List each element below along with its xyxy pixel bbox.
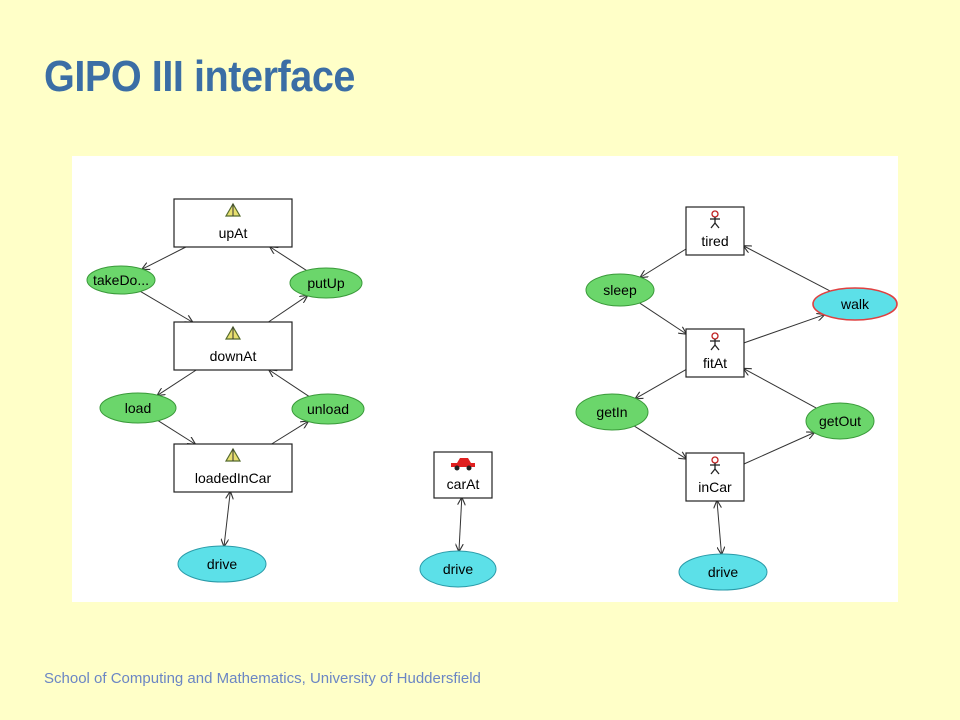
state-label: downAt [210,348,257,364]
operator-node-load[interactable]: load [99,392,177,424]
edge-downAt-to-putUp[interactable] [268,296,307,323]
operator-node-takeDown[interactable]: takeDo... [86,265,156,295]
edge-load-to-loadedInCar[interactable] [157,420,195,444]
operator-label: sleep [603,282,637,298]
operator-label: walk [840,296,870,312]
edge-fitAt-to-walk[interactable] [743,315,824,344]
operator-node-sleep[interactable]: sleep [585,273,655,307]
state-node-downAt[interactable]: downAt [173,321,293,371]
state-node-tired[interactable]: tired [685,206,745,256]
slide-footer: School of Computing and Mathematics, Uni… [44,670,481,687]
edge-unload-to-downAt[interactable] [269,370,310,397]
state-node-loadedInCar[interactable]: loadedInCar [173,443,293,493]
operator-label: drive [443,561,474,577]
operator-ellipse [177,545,267,583]
operator-ellipse [419,550,497,588]
edge-getOut-to-fitAt[interactable] [744,369,817,409]
operator-ellipse [575,393,649,431]
state-node-carAt[interactable]: carAt [433,451,493,499]
edge-sleep-to-fitAt[interactable] [639,302,686,334]
edge-putUp-to-upAt[interactable] [270,247,307,271]
tent-icon [224,202,242,217]
edge-layer [140,246,831,554]
edge-loadedInCar-to-drive1[interactable] [224,492,230,546]
state-label: inCar [698,479,732,495]
operator-ellipse [678,553,768,591]
edge-getIn-to-inCar[interactable] [634,425,686,459]
operator-node-putUp[interactable]: putUp [289,267,363,299]
edge-fitAt-to-getIn[interactable] [636,369,687,399]
edge-walk-to-tired[interactable] [744,246,831,292]
operator-label: load [125,400,151,416]
operator-ellipse [812,287,898,321]
edge-inCar-to-getOut[interactable] [743,433,814,465]
operator-node-getIn[interactable]: getIn [575,393,649,431]
operator-label: takeDo... [93,272,149,288]
node-layer: upAt downAt loadedInCar carAt tired fitAt inCa… [86,198,898,591]
state-node-inCar[interactable]: inCar [685,452,745,502]
operator-ellipse [291,393,365,425]
operator-node-drive3[interactable]: drive [678,553,768,591]
state-label: tired [701,233,728,249]
operator-node-unload[interactable]: unload [291,393,365,425]
operator-label: drive [207,556,238,572]
operator-ellipse [585,273,655,307]
person-icon [710,456,720,475]
edge-inCar-to-drive3[interactable] [717,501,721,554]
operator-label: drive [708,564,739,580]
operator-node-drive1[interactable]: drive [177,545,267,583]
operator-label: getOut [819,413,861,429]
gipo-diagram-panel: upAt downAt loadedInCar carAt tired fitAt inCa… [72,156,898,602]
operator-ellipse [86,265,156,295]
slide-title: GIPO III interface [44,52,356,101]
car-icon [451,458,475,471]
operator-label: unload [307,401,349,417]
edge-loadedInCar-to-unload[interactable] [271,421,308,445]
object-lifecycle-diagram: upAt downAt loadedInCar carAt tired fitAt inCa… [86,198,898,591]
person-icon [710,210,720,229]
operator-node-walk[interactable]: walk [812,287,898,321]
operator-label: putUp [307,275,345,291]
edge-carAt-to-drive2[interactable] [459,498,462,551]
state-label: loadedInCar [195,470,272,486]
person-icon [710,332,720,351]
edge-takeDown-to-downAt[interactable] [140,291,192,322]
edge-tired-to-sleep[interactable] [641,248,687,277]
tent-icon [224,447,242,462]
operator-node-getOut[interactable]: getOut [805,402,875,440]
operator-ellipse [99,392,177,424]
tent-icon [224,325,242,340]
operator-node-drive2[interactable]: drive [419,550,497,588]
state-label: carAt [447,476,480,492]
operator-ellipse [805,402,875,440]
edge-upAt-to-takeDown[interactable] [142,246,187,269]
state-node-fitAt[interactable]: fitAt [685,328,745,378]
edge-downAt-to-load[interactable] [158,369,197,395]
state-node-upAt[interactable]: upAt [173,198,293,248]
state-label: upAt [219,225,248,241]
state-label: fitAt [703,355,727,371]
operator-ellipse [289,267,363,299]
operator-label: getIn [596,404,627,420]
